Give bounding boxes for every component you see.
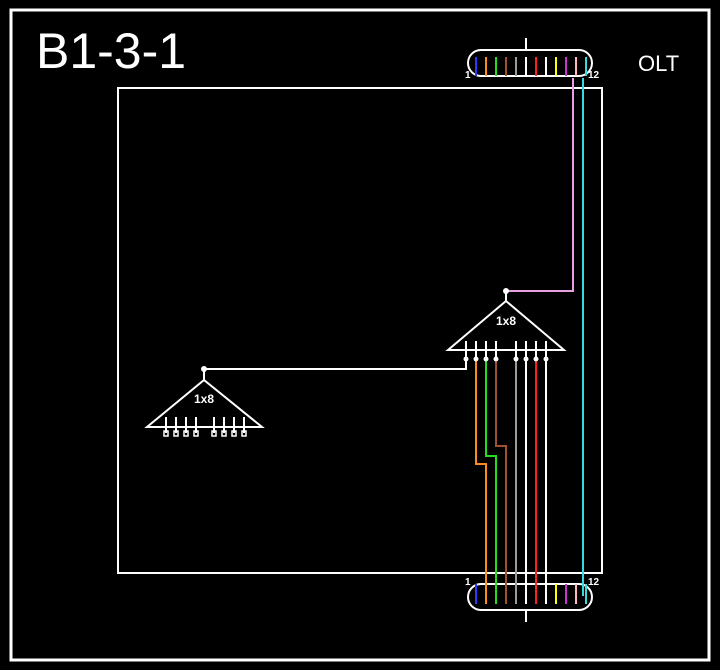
left-splitter-port-cap	[193, 430, 199, 437]
left-splitter-port-cap	[231, 430, 237, 437]
left-splitter-port-cap	[211, 430, 217, 437]
bottom-fiber-ticks	[475, 584, 587, 604]
main-splitter-port	[513, 356, 519, 362]
splitter-link-line	[203, 360, 467, 380]
left-splitter-label: 1x8	[194, 392, 214, 406]
left-splitter-port-cap	[221, 430, 227, 437]
diagram-title: B1-3-1	[36, 23, 186, 79]
bottom-port-first: 1	[465, 577, 471, 588]
main-splitter-port	[483, 356, 489, 362]
main-splitter-port	[473, 356, 479, 362]
top-port-last: 12	[588, 70, 600, 81]
main-splitter-port	[493, 356, 499, 362]
left-splitter-port-cap	[173, 430, 179, 437]
top-fiber-ticks	[475, 57, 587, 76]
main-splitter-port	[523, 356, 529, 362]
left-splitter-port-cap	[163, 430, 169, 437]
enclosure-box	[117, 87, 603, 574]
top-connector: 1 12	[465, 38, 600, 81]
outer-frame	[9, 8, 711, 662]
main-splitter-port	[463, 356, 469, 362]
pink-fiber-line	[506, 78, 574, 292]
bottom-port-last: 12	[588, 577, 600, 588]
orange-fiber-line	[475, 360, 487, 596]
left-splitter-port-cap	[183, 430, 189, 437]
main-splitter-label: 1x8	[496, 314, 516, 328]
left-splitter-port-cap	[241, 430, 247, 437]
brown-fiber-line	[495, 360, 507, 596]
green-fiber-line	[485, 360, 497, 596]
main-splitter-port	[543, 356, 549, 362]
main-splitter: 1x8	[445, 288, 567, 362]
top-port-first: 1	[465, 70, 471, 81]
main-splitter-port	[533, 356, 539, 362]
left-splitter: 1x8	[144, 366, 265, 437]
olt-label: OLT	[638, 51, 679, 76]
